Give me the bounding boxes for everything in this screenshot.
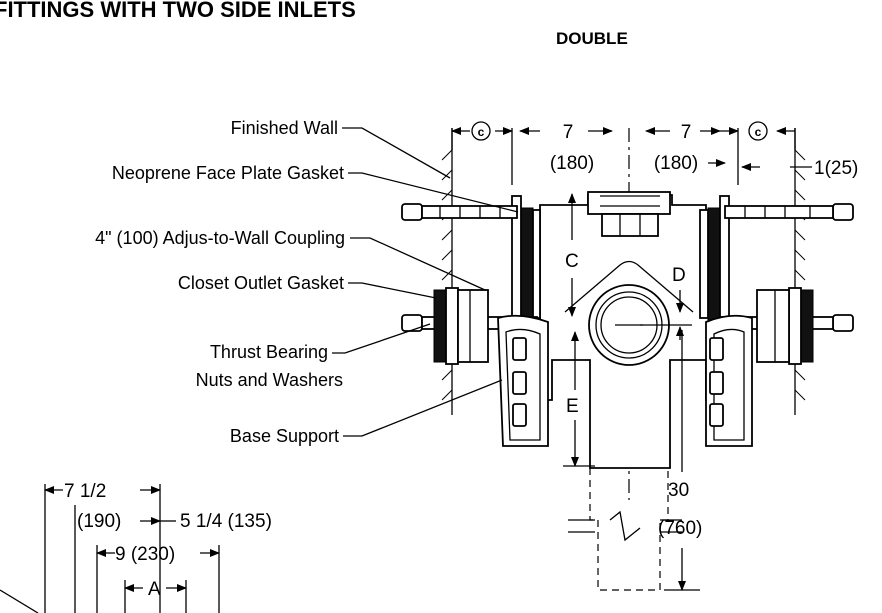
inner-cone <box>564 260 694 313</box>
leader-thrust-bearing <box>332 323 431 354</box>
dim-190: (190) <box>77 511 121 532</box>
bottom-left-dimensions: 7 1/2 (190) 5 1/4 (135) 9 (230) A <box>0 481 272 613</box>
dim-D: D <box>672 265 686 286</box>
label-outlet-gasket: Closet Outlet Gasket <box>178 273 344 293</box>
right-finished-wall <box>794 128 806 415</box>
dim-5-1-4: 5 1/4 (135) <box>180 511 272 532</box>
dim-7-right: 7 <box>681 122 692 143</box>
right-coupling <box>756 287 814 365</box>
right-c-dimension: c <box>720 121 796 185</box>
leader-coupling <box>350 237 486 291</box>
left-upper-bolt <box>401 203 518 221</box>
dim-A: A <box>148 579 161 600</box>
leader-finished-wall <box>342 127 451 179</box>
left-c-dimension: c <box>451 121 513 185</box>
dim-180-right: (180) <box>654 153 698 174</box>
dim-1-25: 1(25) <box>814 158 858 179</box>
dim-180-left: (180) <box>550 153 594 174</box>
label-thrust-bearing: Thrust Bearing <box>210 342 328 362</box>
label-coupling: 4" (100) Adjus-to-Wall Coupling <box>95 228 345 248</box>
top-vent-fitting <box>587 191 671 237</box>
subtitle: DOUBLE <box>556 29 628 48</box>
c-symbol-right <box>748 121 768 141</box>
dim-E: E <box>566 396 579 417</box>
label-base-support: Base Support <box>230 426 339 446</box>
left-coupling <box>433 287 489 365</box>
leader-outlet-gasket <box>348 282 437 299</box>
leader-face-plate-gasket <box>348 172 519 213</box>
right-base-support <box>705 314 753 447</box>
dim-C: C <box>565 251 579 272</box>
svg-text:c: c <box>755 125 762 139</box>
label-finished-wall: Finished Wall <box>231 118 338 138</box>
leader-base-support <box>343 379 503 437</box>
label-face-plate-gasket: Neoprene Face Plate Gasket <box>112 163 344 183</box>
label-nuts-washers: Nuts and Washers <box>196 370 343 390</box>
dim-7-1-2: 7 1/2 <box>64 481 106 502</box>
title: FITTINGS WITH TWO SIDE INLETS <box>0 0 356 22</box>
dim-760: (760) <box>658 518 702 539</box>
c-symbol-left <box>471 121 491 141</box>
svg-text:c: c <box>478 125 485 139</box>
dim-7-left: 7 <box>563 122 574 143</box>
dim-9-230: 9 (230) <box>115 544 175 565</box>
lower-pipe-dashed <box>568 468 682 591</box>
right-upper-bolt <box>724 203 854 221</box>
dim-30: 30 <box>668 480 689 501</box>
left-base-support <box>497 314 549 447</box>
